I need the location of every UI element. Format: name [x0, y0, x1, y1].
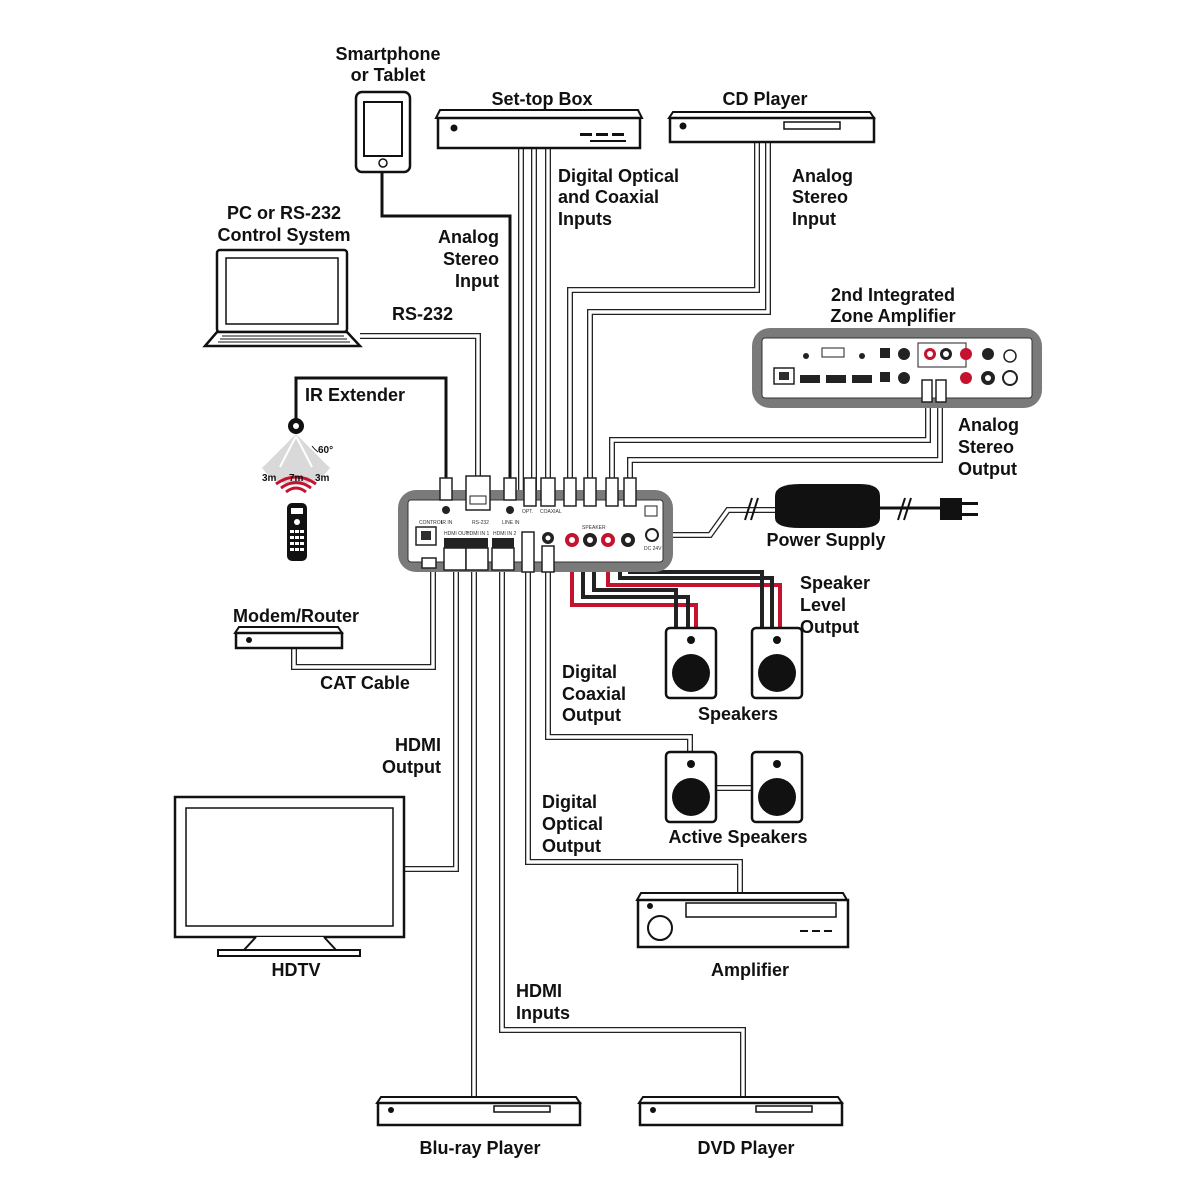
- label-hdmi-in-1: HDMI: [516, 981, 562, 1001]
- label-hdtv: HDTV: [272, 960, 321, 980]
- label-cat-cable: CAT Cable: [320, 673, 410, 693]
- label-ir-dist-right: 3m: [315, 473, 330, 484]
- label-modem: Modem/Router: [233, 606, 359, 626]
- port-hdmi-in2: HDMI IN 2: [493, 531, 517, 537]
- label-optical-out-3: Output: [542, 836, 601, 856]
- label-ir-dist-left: 3m: [262, 473, 277, 484]
- label-analog-out-2: Stereo: [958, 437, 1014, 457]
- port-control: CONTROL: [419, 520, 444, 526]
- label-digital-in-2: and Coaxial: [558, 187, 659, 207]
- amplifier-device: [635, 892, 850, 949]
- port-dc: DC 24V: [644, 546, 662, 552]
- label-ir-angle: 60°: [318, 445, 333, 456]
- label-active-speakers: Active Speakers: [668, 827, 807, 847]
- label-coax-out-3: Output: [562, 705, 621, 725]
- wireless-signal-icon: [275, 475, 317, 494]
- label-analog-in-left-2: Stereo: [443, 249, 499, 269]
- label-zone-amp-2: Zone Amplifier: [830, 306, 955, 326]
- label-bluray: Blu-ray Player: [419, 1138, 540, 1158]
- label-power-supply: Power Supply: [766, 530, 885, 550]
- label-ir-dist-mid: 7m: [289, 473, 304, 484]
- port-speaker: SPEAKER: [582, 525, 606, 531]
- port-ir-in: IR IN: [441, 520, 453, 526]
- port-hdmi-in1: HDMI IN 1: [466, 531, 490, 537]
- label-speakers: Speakers: [698, 704, 778, 724]
- label-digital-in-1: Digital Optical: [558, 166, 679, 186]
- bluray-player-device: [375, 1096, 582, 1127]
- label-pc-2: Control System: [217, 225, 350, 245]
- label-analog-in-right-1: Analog: [792, 166, 853, 186]
- speaker-right-device: [750, 626, 804, 700]
- label-hdmi-out-2: Output: [382, 757, 441, 777]
- label-coax-out-2: Coaxial: [562, 684, 626, 704]
- label-pc-1: PC or RS-232: [227, 203, 341, 223]
- label-analog-out-1: Analog: [958, 415, 1019, 435]
- label-optical-out-2: Optical: [542, 814, 603, 834]
- label-rs232: RS-232: [392, 304, 453, 324]
- active-speaker-left-device: [664, 750, 718, 824]
- analog-cable-smartphone: [380, 172, 512, 480]
- label-hdmi-in-2: Inputs: [516, 1003, 570, 1023]
- label-smartphone-1: Smartphone: [335, 44, 440, 64]
- dvd-player-device: [637, 1096, 844, 1127]
- label-analog-out-3: Output: [958, 459, 1017, 479]
- smartphone-device: [354, 90, 412, 174]
- cd-player-device: [667, 111, 876, 144]
- label-cd-player: CD Player: [722, 89, 807, 109]
- ir-extender-device: [262, 418, 330, 486]
- port-hdmi-out: HDMI OUT: [444, 531, 469, 537]
- label-hdmi-out-1: HDMI: [395, 735, 441, 755]
- modem-router-device: [233, 626, 344, 650]
- zone-amplifier-device: [752, 328, 1042, 408]
- label-ir-extender: IR Extender: [305, 385, 405, 405]
- remote-control-icon: [287, 503, 307, 561]
- port-optical: OPT.: [522, 509, 533, 515]
- label-analog-in-left-1: Analog: [438, 227, 499, 247]
- active-speaker-right-device: [750, 750, 804, 824]
- main-amplifier-unit: [398, 475, 673, 573]
- label-zone-amp-1: 2nd Integrated: [831, 285, 955, 305]
- settop-box-device: [434, 109, 644, 150]
- label-settop-box: Set-top Box: [492, 89, 593, 109]
- ir-extender-cable: [294, 376, 448, 480]
- label-analog-in-right-3: Input: [792, 209, 836, 229]
- port-line-in: LINE IN: [502, 520, 520, 526]
- power-supply-device: [744, 484, 978, 528]
- label-smartphone-2: or Tablet: [351, 65, 426, 85]
- laptop-device: [202, 248, 363, 348]
- label-dvd: DVD Player: [697, 1138, 794, 1158]
- label-speaker-level-3: Output: [800, 617, 859, 637]
- label-analog-in-left-3: Input: [455, 271, 499, 291]
- label-speaker-level-1: Speaker: [800, 573, 870, 593]
- label-analog-in-right-2: Stereo: [792, 187, 848, 207]
- label-optical-out-1: Digital: [542, 792, 597, 812]
- label-speaker-level-2: Level: [800, 595, 846, 615]
- hdtv-device: [173, 795, 406, 957]
- label-amplifier: Amplifier: [711, 960, 789, 980]
- port-coaxial: COAXIAL: [540, 509, 562, 515]
- speaker-left-device: [664, 626, 718, 700]
- label-digital-in-3: Inputs: [558, 209, 612, 229]
- port-rs232: RS-232: [472, 520, 489, 526]
- label-coax-out-1: Digital: [562, 662, 617, 682]
